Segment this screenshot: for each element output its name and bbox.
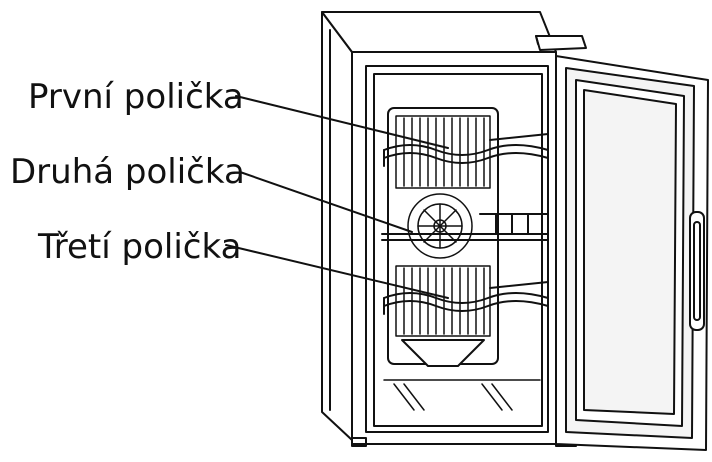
door-handle-icon — [689, 211, 705, 331]
leader-line-2 — [239, 171, 413, 233]
leader-lines — [225, 95, 449, 299]
cabinet-front — [351, 51, 557, 445]
shelf-3 — [383, 281, 549, 315]
floor-slats — [383, 379, 541, 411]
door — [555, 55, 709, 451]
shelf-1 — [383, 133, 549, 167]
cabinet-side — [321, 11, 353, 441]
leader-line-3 — [225, 244, 449, 299]
shelf-label-2: Druhá polička — [10, 152, 245, 192]
cabinet-top — [321, 11, 557, 53]
back-panel — [387, 107, 499, 367]
leader-line-1 — [235, 95, 449, 149]
control-knob-icon — [535, 35, 587, 51]
fan-icon — [407, 193, 473, 259]
shelf-label-1: První polička — [28, 77, 244, 117]
shelf-label-3: Třetí polička — [38, 227, 242, 267]
shelf-2 — [381, 213, 549, 241]
